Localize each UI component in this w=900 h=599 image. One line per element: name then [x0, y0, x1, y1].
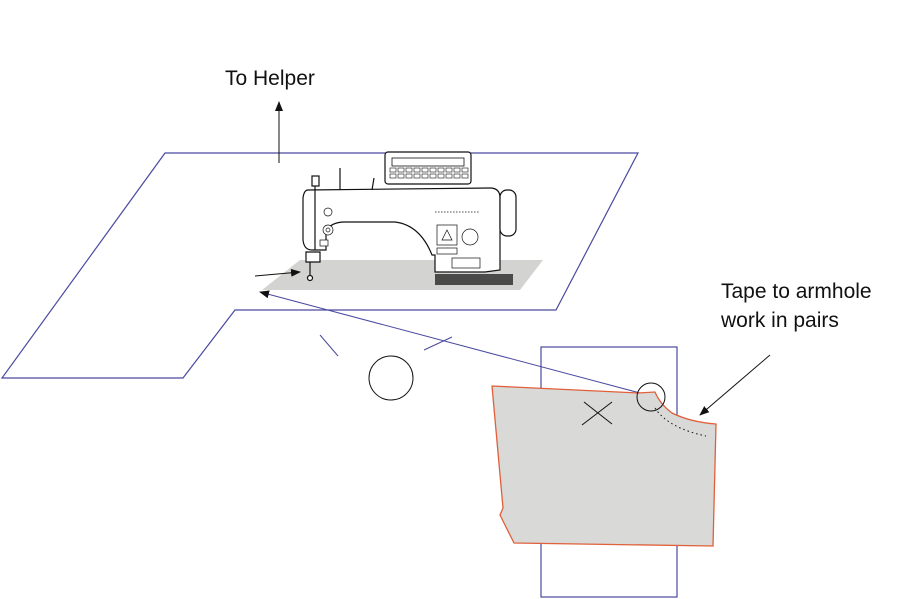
- return-arrow: [259, 290, 641, 394]
- shoulder-point-circle: [636, 382, 666, 412]
- machine-base: [435, 274, 513, 285]
- to-helper-label: To Helper: [225, 67, 315, 90]
- control-buttons: [389, 167, 469, 179]
- feed-arrow-right: [254, 268, 301, 277]
- tape-label-line2: work in pairs: [720, 309, 839, 332]
- hand-wheel: [499, 189, 517, 237]
- tape-arrow: [699, 354, 771, 416]
- stroke-mark-left: [319, 334, 339, 357]
- tape-label-line1: Tape to armhole: [721, 280, 872, 303]
- arm-decoration: [319, 207, 481, 269]
- garment-panel: [491, 385, 717, 547]
- stroke-mark-right: [423, 336, 453, 351]
- sewing-machine: [302, 151, 517, 282]
- operator-position-circle: [368, 355, 414, 401]
- work-table-outline: [0, 152, 639, 379]
- panel-x-mark-b: [581, 401, 613, 426]
